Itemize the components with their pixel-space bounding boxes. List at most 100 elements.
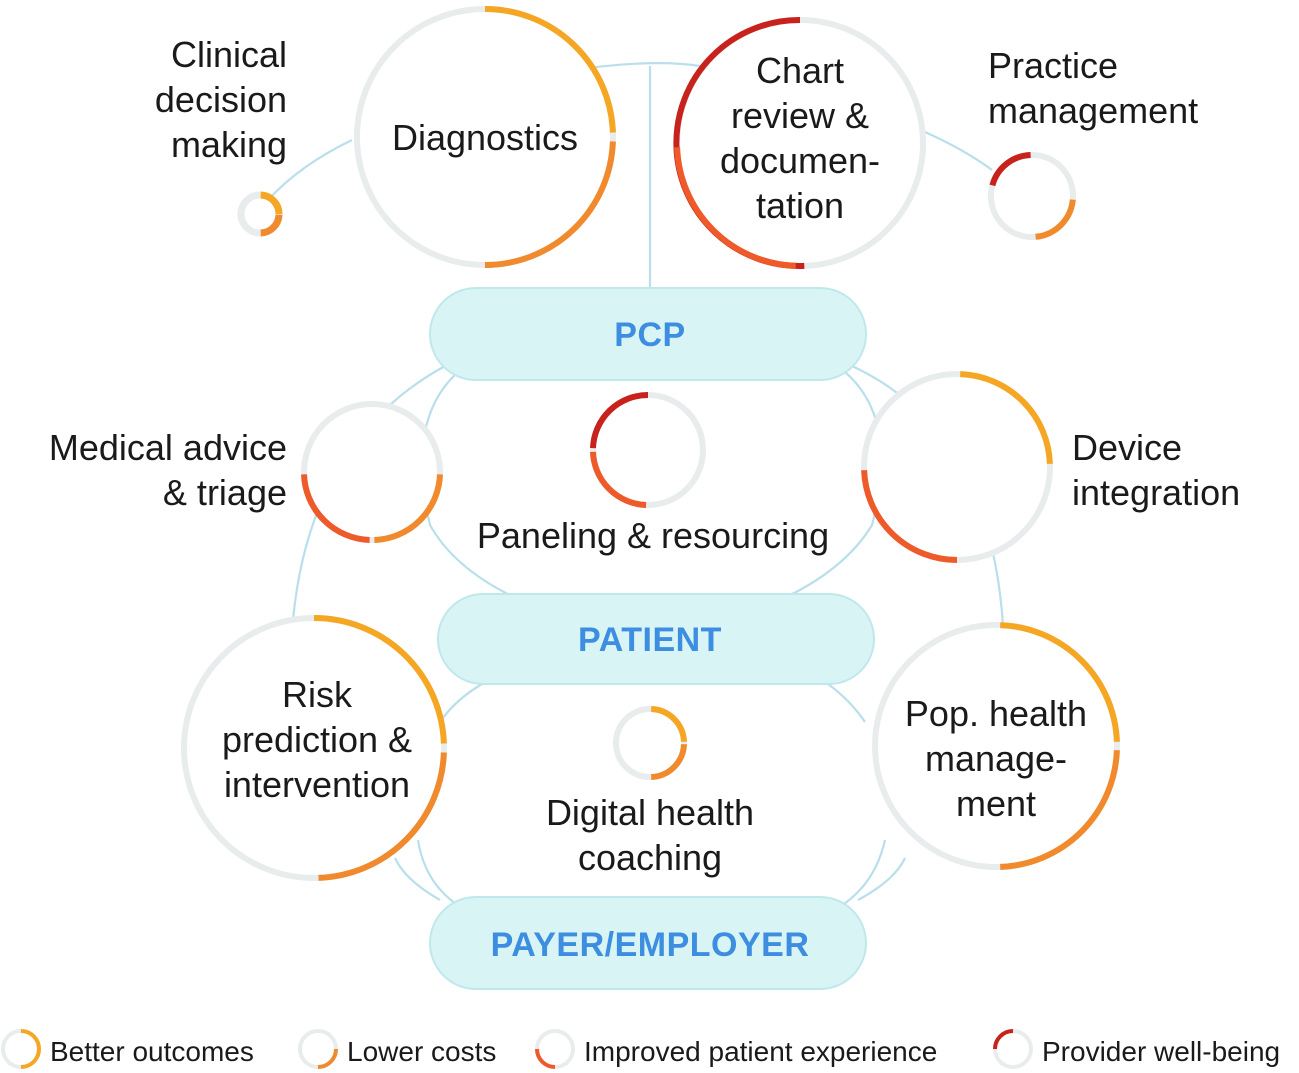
node-pop-health-lower-costs-segment bbox=[1000, 750, 1120, 870]
node-diagnostics: Diagnostics bbox=[354, 6, 616, 268]
node-chart-review-label-line: review & bbox=[731, 95, 869, 136]
node-chart-review-label-line: Chart bbox=[756, 50, 844, 91]
stakeholder-payer-label: PAYER/EMPLOYER bbox=[491, 926, 810, 964]
node-clinical-decision-label-line: Clinical bbox=[171, 34, 287, 75]
node-risk-prediction-label-line: intervention bbox=[224, 764, 410, 805]
stakeholder-pcp-label: PCP bbox=[614, 316, 685, 354]
connector-payer-left-a bbox=[393, 857, 441, 901]
legend-provider-wellbeing-ring bbox=[993, 1029, 1033, 1069]
node-clinical-decision-label-line: decision bbox=[155, 79, 287, 120]
node-practice-management-label-line: Practice bbox=[988, 45, 1118, 86]
node-chart-review-label-line: tation bbox=[756, 185, 844, 226]
legend-lower-costs: Lower costs bbox=[298, 1029, 496, 1069]
legend-better-outcomes-ring bbox=[1, 1029, 41, 1069]
legend-better-outcomes-label: Better outcomes bbox=[50, 1036, 254, 1067]
legend-lower-costs-ring bbox=[298, 1029, 338, 1069]
node-diagnostics-label-line: Diagnostics bbox=[392, 117, 578, 158]
node-pop-health-better-outcomes-segment bbox=[1000, 622, 1120, 742]
node-paneling: Paneling & resourcing bbox=[477, 392, 829, 556]
node-device-integration-better-outcomes-segment bbox=[960, 371, 1053, 464]
node-digital-coaching-better-outcomes-segment bbox=[650, 706, 687, 743]
node-practice-management-label-line: management bbox=[988, 90, 1198, 131]
legend-patient-experience-label: Improved patient experience bbox=[584, 1036, 937, 1067]
legend-lower-costs-ring bbox=[298, 1029, 338, 1069]
node-practice-management-lower-costs-segment bbox=[1035, 199, 1076, 240]
legend-lower-costs-label: Lower costs bbox=[347, 1036, 496, 1067]
node-pop-health-ring-base bbox=[872, 622, 1120, 870]
node-digital-coaching-label-line: coaching bbox=[578, 837, 722, 878]
node-chart-review-label-line: documen- bbox=[720, 140, 880, 181]
legend-provider-wellbeing-provider-wellbeing-segment bbox=[993, 1029, 1014, 1050]
node-risk-prediction-better-outcomes-segment bbox=[313, 615, 447, 744]
connector-patient-right bbox=[827, 683, 866, 723]
legend-provider-wellbeing-ring bbox=[993, 1029, 1033, 1069]
node-diagnostics-label: Diagnostics bbox=[392, 117, 578, 158]
connector-patient-left bbox=[439, 683, 483, 723]
node-practice-management-ring-base bbox=[988, 152, 1076, 240]
node-pop-health-label-line: Pop. health bbox=[905, 693, 1087, 734]
legend-better-outcomes-ring bbox=[1, 1029, 41, 1069]
node-pop-health-ring bbox=[872, 622, 1120, 870]
legend-patient-experience-ring bbox=[535, 1029, 575, 1069]
node-device-integration-label-line: Device bbox=[1072, 427, 1182, 468]
node-paneling-patient-experience-segment bbox=[590, 451, 647, 508]
node-paneling-label-line: Paneling & resourcing bbox=[477, 515, 829, 556]
node-paneling-ring bbox=[590, 392, 706, 508]
node-chart-review-ring bbox=[673, 16, 926, 269]
node-digital-coaching-lower-costs-segment bbox=[650, 743, 687, 780]
node-practice-management-provider-wellbeing-segment bbox=[989, 152, 1031, 187]
node-risk-prediction-label-line: Risk bbox=[282, 674, 353, 715]
node-medical-advice-ring-base bbox=[301, 401, 443, 543]
connector-diagnostics-to-clinical bbox=[267, 139, 353, 201]
node-diagnostics-lower-costs-segment bbox=[484, 141, 616, 268]
connector-chart-to-practice bbox=[924, 130, 993, 171]
node-digital-coaching-ring-base bbox=[613, 706, 687, 780]
node-paneling-provider-wellbeing-segment bbox=[590, 392, 649, 449]
legend-patient-experience-patient-experience-segment bbox=[535, 1048, 556, 1069]
node-clinical-decision-label-line: making bbox=[171, 124, 287, 165]
node-clinical-decision-better-outcomes-segment bbox=[260, 191, 283, 215]
stakeholder-payer: PAYER/EMPLOYER bbox=[429, 896, 867, 990]
stakeholder-pcp-pill bbox=[429, 287, 867, 381]
node-clinical-decision-lower-costs-segment bbox=[260, 214, 283, 237]
stakeholder-pcp: PCP bbox=[429, 287, 867, 381]
legend-provider-wellbeing-label: Provider well-being bbox=[1042, 1036, 1280, 1067]
node-clinical-decision-ring bbox=[237, 191, 283, 237]
node-risk-prediction-lower-costs-segment bbox=[318, 752, 447, 881]
node-practice-management-ring bbox=[988, 152, 1076, 240]
node-medical-advice-label: Medical advice& triage bbox=[49, 427, 287, 513]
node-pop-health-label-line: ment bbox=[956, 783, 1036, 824]
node-digital-coaching-label-line: Digital health bbox=[546, 792, 754, 833]
stakeholder-patient: PATIENT bbox=[437, 593, 875, 685]
node-paneling-label: Paneling & resourcing bbox=[477, 515, 829, 556]
node-chart-review-patient-experience-segment bbox=[674, 147, 796, 269]
node-medical-advice-lower-costs-segment bbox=[374, 474, 443, 543]
legend-better-outcomes: Better outcomes bbox=[1, 1029, 254, 1069]
legend: Better outcomes Lower costs Improved pat… bbox=[1, 1029, 1280, 1069]
node-diagnostics-ring bbox=[354, 6, 616, 268]
node-medical-advice-patient-experience-segment bbox=[301, 474, 370, 543]
legend-provider-wellbeing: Provider well-being bbox=[993, 1029, 1280, 1069]
node-diagnostics-better-outcomes-segment bbox=[484, 6, 616, 133]
node-risk-prediction-ring bbox=[181, 615, 447, 881]
connector-pcp-right-inner bbox=[779, 371, 883, 601]
node-medical-advice-label-line: Medical advice bbox=[49, 427, 287, 468]
node-device-integration-ring bbox=[861, 371, 1053, 563]
connector-pcp-left-inner bbox=[420, 371, 521, 601]
node-medical-advice: Medical advice& triage bbox=[49, 401, 443, 543]
connector-payer-left-b bbox=[416, 839, 463, 909]
